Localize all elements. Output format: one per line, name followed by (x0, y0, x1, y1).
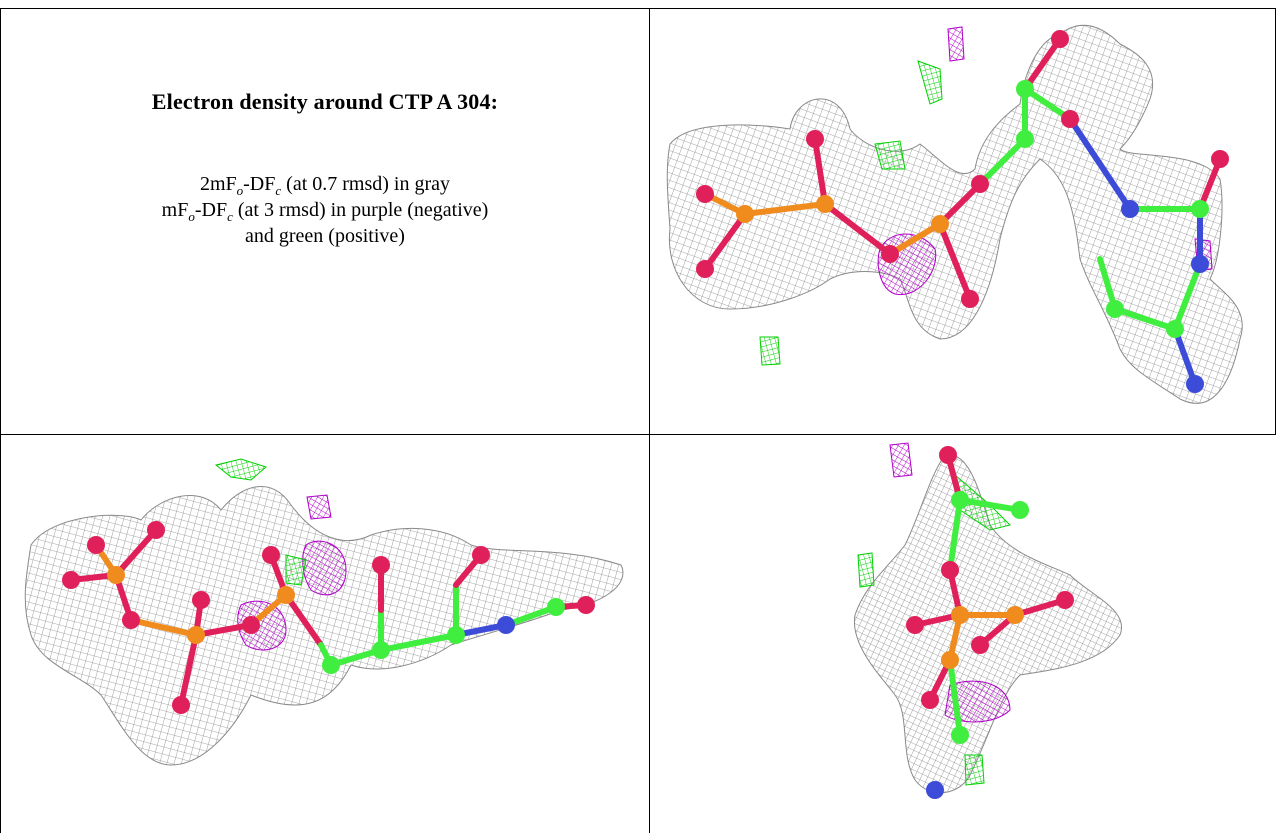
table-border-top (0, 8, 1276, 9)
view-top-right (650, 9, 1275, 434)
legend-purple-text: (at 3 rmsd) in purple (negative) (232, 199, 489, 221)
gray-density-mesh (24, 486, 624, 766)
negative-density-purple (237, 494, 347, 651)
legend-sub-c: c (227, 209, 233, 224)
positive-density-green (214, 458, 307, 586)
atoms (62, 521, 595, 714)
legend-line-fo-fc: mFo-DFc (at 3 rmsd) in purple (negative) (162, 197, 489, 223)
legend-line-2fo-fc: 2mFo-DFc (at 0.7 rmsd) in gray (162, 171, 489, 197)
density-render-2 (24, 458, 624, 766)
table-border-middle (0, 434, 1276, 435)
legend-sub-o: o (188, 209, 195, 224)
legend-text: 2mFo-DFc (at 0.7 rmsd) in gray mFo-DFc (… (162, 171, 489, 249)
figure-title: Electron density around CTP A 304: (151, 89, 499, 114)
view-bottom-right (650, 435, 1275, 833)
density-render-3 (854, 442, 1123, 799)
density-render-1 (666, 24, 1243, 404)
legend-2mf: 2mF (199, 173, 237, 195)
negative-density-purple (889, 442, 1011, 723)
view-bottom-left (1, 435, 649, 833)
legend-df: -DF (194, 199, 228, 221)
legend-sub-o: o (236, 183, 244, 198)
legend-line-green: and green (positive) (245, 225, 405, 247)
atoms (696, 30, 1229, 393)
caption-cell: Electron density around CTP A 304: 2mFo-… (1, 9, 649, 434)
positive-density-green (759, 60, 943, 366)
table-border-left (0, 8, 1, 833)
atoms (906, 446, 1074, 799)
legend-gray-text: (at 0.7 rmsd) in gray (281, 173, 451, 195)
legend-sub-c: c (275, 183, 282, 198)
table-border-center (649, 8, 650, 833)
legend-mf: mF (161, 199, 189, 221)
legend-df: -DF (243, 173, 276, 195)
